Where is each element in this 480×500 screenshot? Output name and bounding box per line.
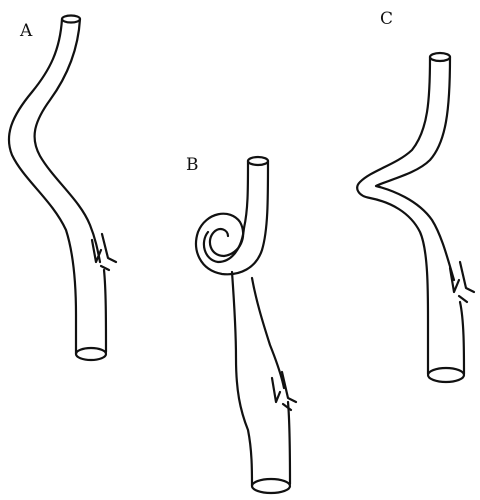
panel-c-vessel — [357, 53, 474, 382]
panel-a-label: A — [19, 21, 33, 41]
panel-b: B — [186, 155, 296, 493]
panel-c-label: C — [380, 9, 393, 29]
panel-c: C — [357, 9, 474, 382]
panel-a: A — [9, 16, 116, 361]
panel-b-label: B — [186, 155, 199, 175]
panel-a-vessel — [9, 16, 116, 361]
panel-b-vessel — [196, 157, 296, 493]
